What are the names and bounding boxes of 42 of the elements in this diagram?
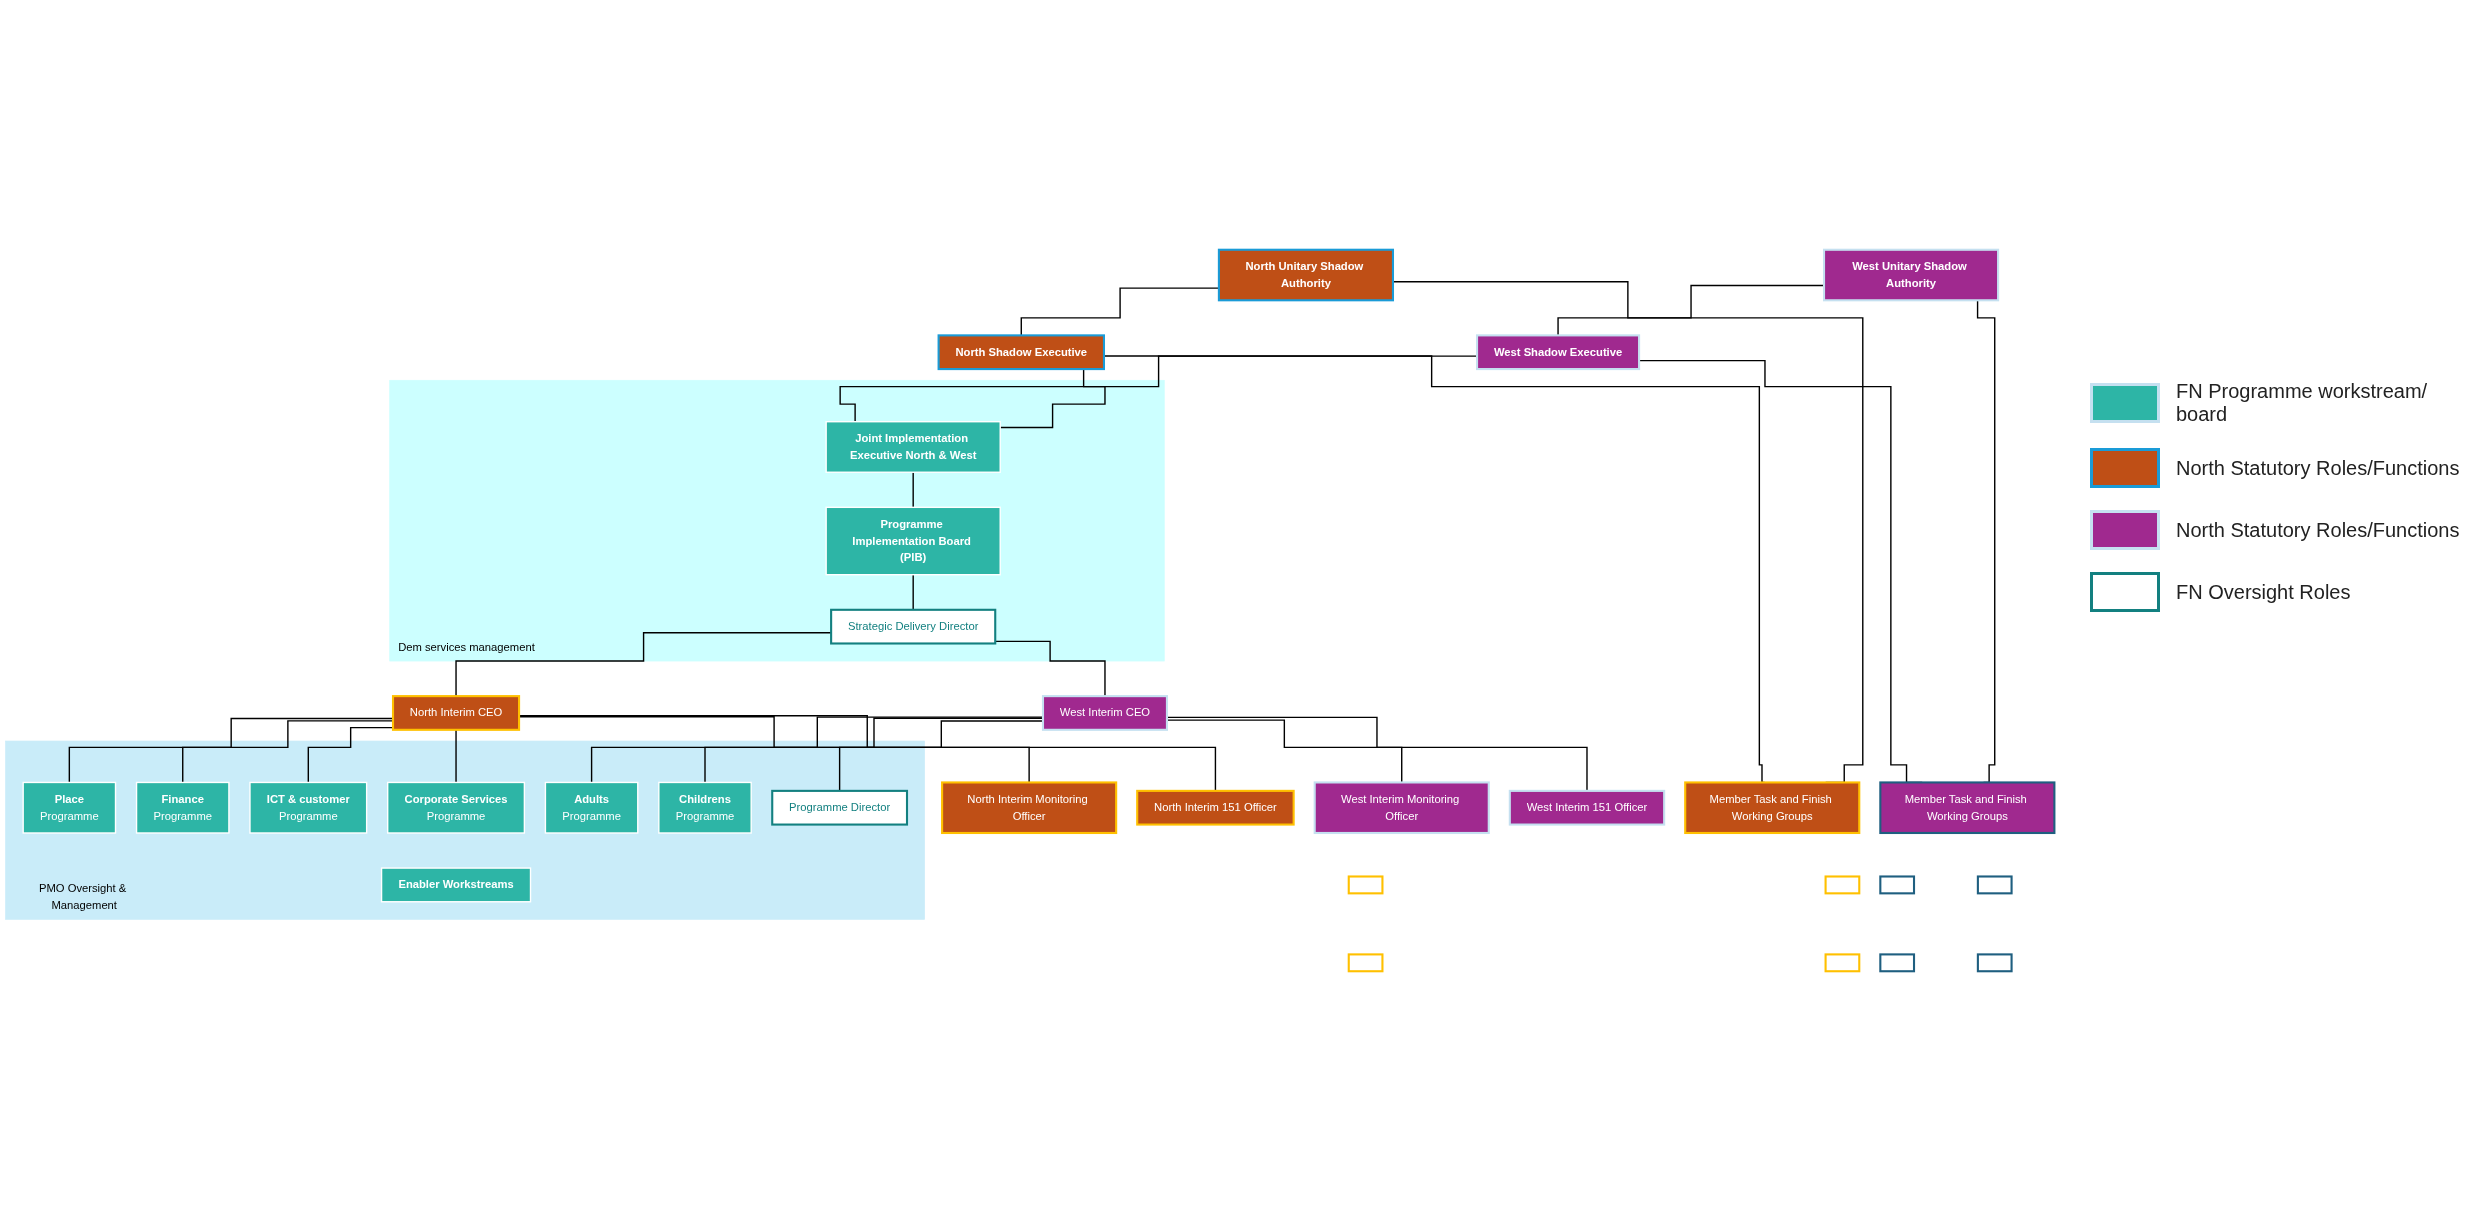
node-box	[1347, 953, 1384, 973]
node-box: North Unitary Shadow Authority	[1217, 248, 1394, 302]
node-box	[1347, 875, 1384, 895]
node-box: Programme Implementation Board (PIB)	[825, 506, 1001, 576]
node-box	[1976, 953, 2013, 973]
node-box: North Interim CEO	[391, 695, 521, 731]
node-box: North Interim 151 Officer	[1136, 789, 1295, 826]
connector	[455, 632, 832, 697]
node-box: West Interim Monitoring Officer	[1313, 781, 1490, 835]
node-box: North Interim Monitoring Officer	[941, 781, 1118, 835]
node-box: Programme Director	[771, 789, 909, 826]
node-box	[1824, 875, 1861, 895]
node-box: West Interim CEO	[1041, 695, 1168, 731]
node-box: Member Task and Finish Working Groups	[1879, 781, 2056, 835]
node-box: Adults Programme	[544, 781, 639, 834]
connector	[839, 355, 1478, 423]
node-box: Corporate Services Programme	[387, 781, 526, 834]
connector	[182, 720, 394, 784]
node-box: North Shadow Executive	[937, 334, 1105, 371]
node-box	[1824, 953, 1861, 973]
node-box: Place Programme	[22, 781, 117, 834]
node-box: West Shadow Executive	[1476, 334, 1641, 371]
node-box: ICT & customer Programme	[249, 781, 368, 834]
legend-label: FN Programme workstream/ board	[2176, 380, 2429, 426]
node-box: West Interim 151 Officer	[1508, 789, 1666, 826]
node-box: West Unitary Shadow Authority	[1822, 248, 2000, 302]
connector	[307, 726, 394, 784]
legend-label: North Statutory Roles/Functions	[2176, 456, 2460, 480]
legend-label: North Statutory Roles/Functions	[2176, 518, 2460, 542]
node-box: Strategic Delivery Director	[830, 608, 997, 645]
node-box: Member Task and Finish Working Groups	[1684, 781, 1861, 835]
connector	[912, 471, 914, 509]
connector	[68, 717, 394, 784]
node-box: Finance Programme	[135, 781, 230, 834]
node-box	[1879, 875, 1916, 895]
node-box	[1976, 875, 2013, 895]
connector	[455, 729, 457, 784]
node-box: Childrens Programme	[658, 781, 752, 834]
node-box: Joint Implementation Executive North & West	[825, 421, 1001, 473]
node-box	[1879, 953, 1916, 973]
legend-label: FN Oversight Roles	[2176, 580, 2351, 604]
node-box: Enabler Workstreams	[380, 867, 532, 903]
